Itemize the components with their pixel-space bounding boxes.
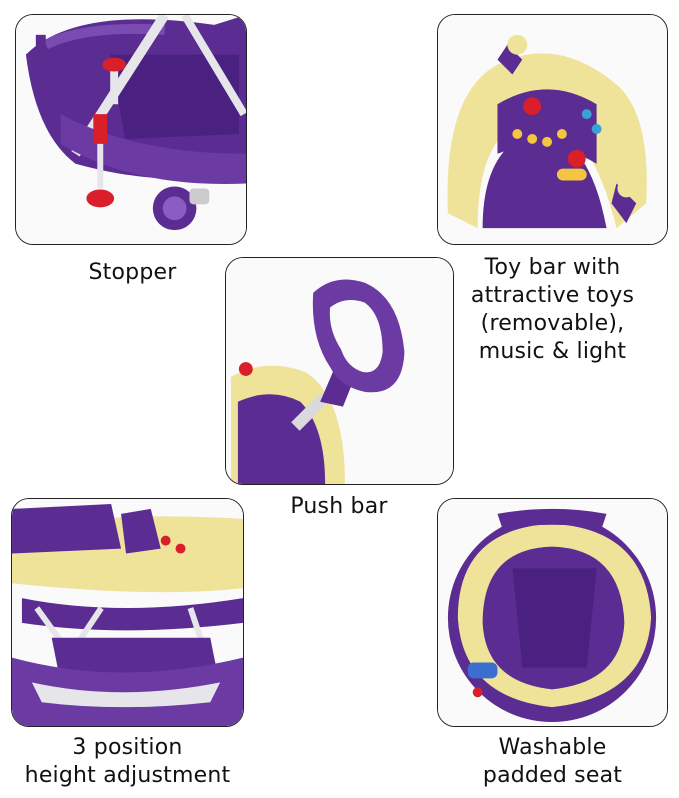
toy-bar-illustration (438, 15, 667, 244)
caption-line: Stopper (88, 260, 177, 285)
caption-line: 3 position (72, 735, 183, 760)
caption-line: Toy bar with (484, 255, 621, 280)
caption-line: music & light (478, 339, 627, 364)
caption-line: padded seat (482, 763, 623, 788)
caption-line: (removable), (480, 311, 625, 336)
height-adjustment-caption: 3 position height adjustment (10, 734, 245, 790)
padded-seat-photo (437, 498, 668, 727)
toy-bar-caption: Toy bar with attractive toys (removable)… (440, 254, 665, 366)
height-adjustment-photo (11, 498, 244, 727)
stopper-photo (15, 14, 247, 245)
padded-seat-caption: Washable padded seat (440, 734, 665, 790)
push-bar-photo (225, 257, 454, 485)
caption-line: height adjustment (24, 763, 231, 788)
height-adjustment-illustration (12, 499, 243, 726)
stopper-caption: Stopper (35, 259, 230, 287)
push-bar-illustration (226, 258, 453, 484)
caption-line: Push bar (290, 494, 388, 519)
toy-bar-photo (437, 14, 668, 245)
push-bar-caption: Push bar (254, 493, 424, 521)
padded-seat-illustration (438, 499, 667, 726)
caption-line: Washable (498, 735, 607, 760)
stopper-illustration (16, 15, 246, 244)
caption-line: attractive toys (470, 283, 635, 308)
